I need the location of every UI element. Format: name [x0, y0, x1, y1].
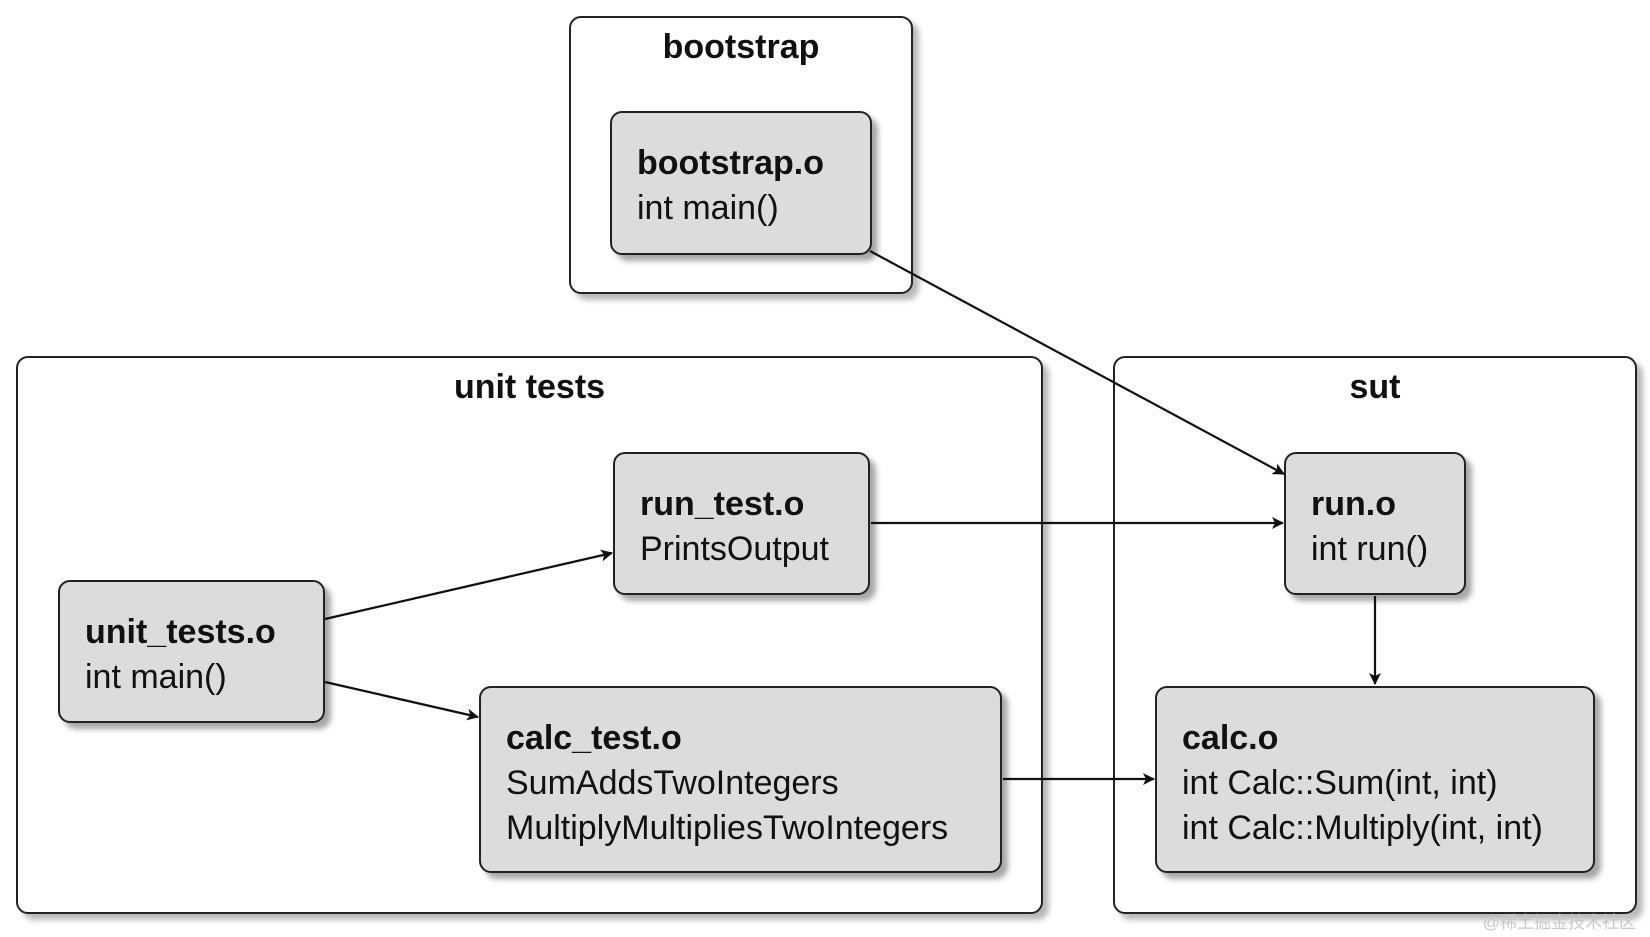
node-member: int main(): [85, 658, 227, 696]
watermark: @稀土掘金技术社区: [1482, 913, 1636, 932]
node-name: bootstrap.o: [637, 144, 824, 182]
node-run-o: run.o int run(): [1284, 452, 1466, 595]
node-name: calc_test.o: [506, 719, 682, 757]
node-name: run.o: [1311, 485, 1396, 523]
node-member: SumAddsTwoIntegers: [506, 764, 839, 802]
node-calc-o: calc.o int Calc::Sum(int, int) int Calc:…: [1155, 686, 1595, 873]
node-member: PrintsOutput: [640, 530, 829, 568]
node-member: int run(): [1311, 530, 1429, 568]
node-name: calc.o: [1182, 719, 1279, 757]
node-unit-tests-o: unit_tests.o int main(): [58, 580, 325, 723]
group-title-unit-tests: unit tests: [453, 368, 606, 406]
node-name: unit_tests.o: [85, 613, 276, 651]
node-member: int main(): [637, 189, 779, 227]
node-member: int Calc::Sum(int, int): [1182, 764, 1498, 802]
node-name: run_test.o: [640, 485, 805, 523]
node-run-test-o: run_test.o PrintsOutput: [613, 452, 870, 595]
node-member: MultiplyMultipliesTwoIntegers: [506, 809, 949, 847]
node-bootstrap-o: bootstrap.o int main(): [610, 111, 872, 255]
node-calc-test-o: calc_test.o SumAddsTwoIntegers MultiplyM…: [479, 686, 1002, 873]
group-title-bootstrap: bootstrap: [662, 28, 820, 66]
node-member: int Calc::Multiply(int, int): [1182, 809, 1543, 847]
group-title-sut: sut: [1349, 368, 1401, 406]
